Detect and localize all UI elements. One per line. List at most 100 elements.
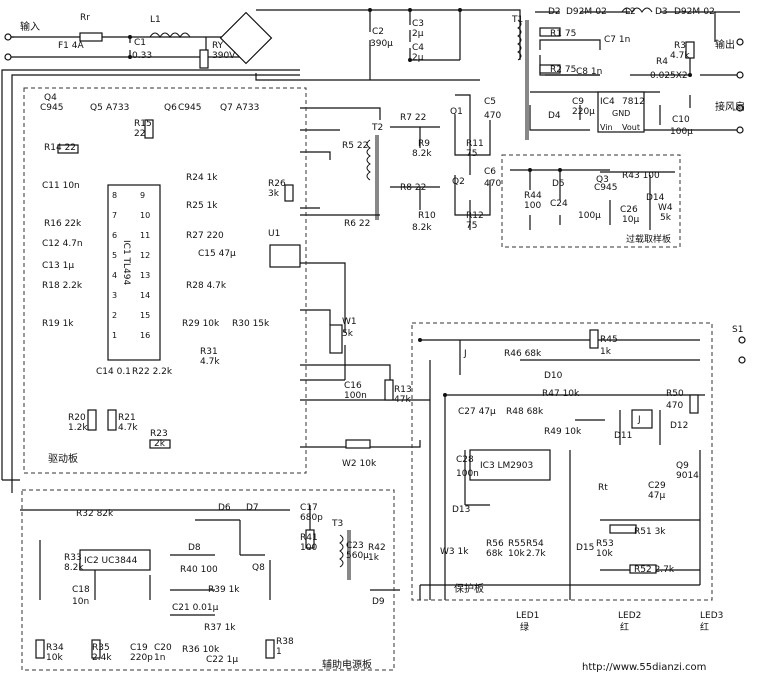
svg-text:15: 15 [140, 311, 150, 320]
junction-dots [128, 8, 692, 397]
ic2-uc3844 [79, 549, 151, 571]
r29-label: R29 10k [182, 319, 220, 329]
labels-mid: W1 5k C16 100n R13 47k W2 10k [342, 317, 412, 469]
c3-label: C3 [412, 19, 424, 29]
r50-value: 470 [666, 401, 683, 411]
c4-value: 2μ [412, 53, 424, 63]
q9-part: 9014 [676, 471, 699, 481]
c7-label: C7 1n [604, 35, 630, 45]
led2-label: LED2 [618, 611, 641, 621]
svg-text:11: 11 [140, 231, 150, 240]
ic1-tl494 [107, 184, 161, 361]
protect-board-label: 保护板 [454, 582, 484, 595]
r35-label: R35 [92, 643, 110, 653]
r25-label: R25 1k [186, 201, 218, 211]
t2-label: T2 [371, 123, 383, 133]
protect-board-outline [411, 322, 713, 601]
r20-label: R20 [68, 413, 86, 423]
q9-label: Q9 [676, 461, 689, 471]
c4-label: C4 [412, 43, 424, 53]
c20-value: 1n [154, 653, 165, 663]
t3-label: T3 [331, 519, 343, 529]
aux-board-label: 辅助电源板 [322, 658, 372, 671]
r47-label: R47 10k [542, 389, 580, 399]
r41-value: 100 [300, 543, 317, 553]
r39-label: R39 1k [208, 585, 240, 595]
r48-label: R48 68k [506, 407, 544, 417]
u1-optocoupler [269, 244, 301, 268]
r56-label: R56 [486, 539, 504, 549]
r53-label: R53 [596, 539, 614, 549]
r27-label: R27 220 [186, 231, 224, 241]
r38-label: R38 [276, 637, 294, 647]
c18-value: 10n [72, 597, 89, 607]
q4-label: Q4 [44, 93, 57, 103]
c14-label: C14 0.1 [96, 367, 131, 377]
labels-bulk: C2 390μ C3 2μ C4 2μ [370, 19, 424, 63]
d10-label: D10 [544, 371, 563, 381]
r7-label: R7 22 [400, 113, 426, 123]
overload-board-label: 过载取样板 [626, 233, 671, 245]
r3-value: 4.7k [670, 51, 690, 61]
r3-label: R3 [674, 41, 686, 51]
rr-label: Rr [80, 13, 90, 23]
c16-label: C16 [344, 381, 362, 391]
c10-value: 100μ [670, 127, 693, 137]
r42-value: 1k [368, 553, 380, 563]
labels-protect: S1 J R45 1k R46 68k D10 R47 10k C27 47μ … [440, 325, 743, 633]
c29-value: 47μ [648, 491, 665, 501]
c29-label: C29 [648, 481, 666, 491]
labels-input: 输入 F1 4A Rr L1 C1 0.33 RY 390V [20, 13, 236, 61]
r13-value: 47k [394, 395, 411, 405]
c18-label: C18 [72, 585, 90, 595]
c10-label: C10 [672, 115, 690, 125]
led1-label: LED1 [516, 611, 539, 621]
q5-part: A733 [106, 103, 129, 113]
r9-label: R9 [418, 139, 430, 149]
r52-label: R52 2.7k [634, 565, 675, 575]
r43-label: R43 100 [622, 171, 660, 181]
bridge-rectifier [219, 11, 273, 65]
d13-label: D13 [452, 505, 470, 515]
r11-label: R11 [466, 139, 484, 149]
c5-label: C5 [484, 97, 496, 107]
c19-value: 220p [130, 653, 153, 663]
r8-label: R8 22 [400, 183, 426, 193]
d15-label: D15 [576, 543, 594, 553]
r13-label: R13 [394, 385, 412, 395]
q7-part: A733 [236, 103, 259, 113]
l2-inductor [621, 7, 653, 13]
relay-j [631, 409, 653, 429]
led3-label: LED3 [700, 611, 723, 621]
t1-label: T1 [511, 15, 523, 25]
r24-label: R24 1k [186, 173, 218, 183]
svg-text:12: 12 [140, 251, 150, 260]
c16-value: 100n [344, 391, 367, 401]
svg-text:10: 10 [140, 211, 150, 220]
ic4-part: 7812 [622, 97, 645, 107]
r10-label: R10 [418, 211, 436, 221]
r38-value: 1 [276, 647, 282, 657]
svg-text:1: 1 [112, 331, 117, 340]
r50-label: R50 [666, 389, 684, 399]
c26-value: 10μ [622, 215, 639, 225]
led1-color: 绿 [520, 621, 529, 633]
d4-label: D4 [548, 111, 561, 121]
svg-text:6: 6 [112, 231, 117, 240]
r54-value: 2.7k [526, 549, 546, 559]
drive-board-outline [23, 87, 307, 474]
d3-part: D92M-02 [674, 7, 715, 17]
c28-value: 100n [456, 469, 479, 479]
w3-label: W3 1k [440, 547, 469, 557]
svg-text:9: 9 [140, 191, 145, 200]
r33-value: 8.2k [64, 563, 84, 573]
r2-label: R2 75 [550, 65, 576, 75]
r5-label: R5 22 [342, 141, 368, 151]
c15-label: C15 47μ [198, 249, 236, 259]
svg-text:5: 5 [112, 251, 117, 260]
c17-label: C17 [300, 503, 318, 513]
t3-transformer [339, 530, 351, 580]
d12-label: D12 [670, 421, 688, 431]
q6-label: Q6 [164, 103, 177, 113]
d2-label: D2 [548, 7, 561, 17]
